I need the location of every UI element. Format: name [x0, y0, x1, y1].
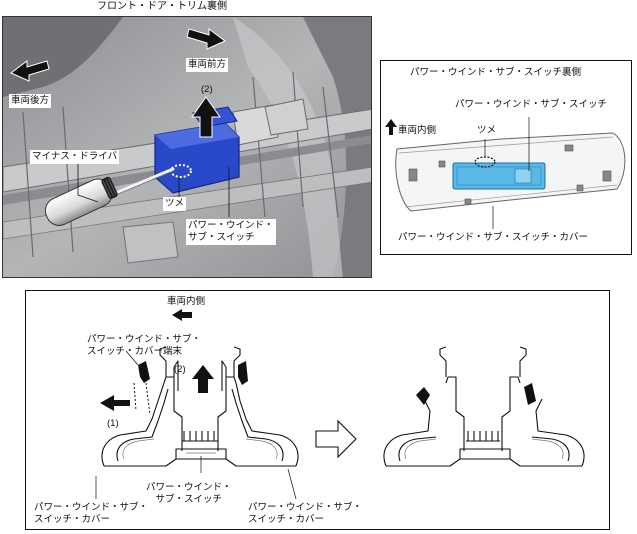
vehicle-rear-label: 車両後方	[9, 94, 52, 108]
cover-right-label: パワー・ウインド・サブ・ スイッチ・カバー	[248, 502, 362, 526]
inset-cover-label: パワー・ウインド・サブ・スイッチ・カバー	[398, 232, 589, 243]
screwdriver-label: マイナス・ドライバ	[30, 150, 120, 164]
inset-claw-label: ツメ	[477, 125, 497, 136]
cover-left-label: パワー・ウインド・サブ・ スイッチ・カバー	[34, 502, 148, 526]
cover-end-line1: パワー・ウインド・サブ・	[87, 334, 202, 345]
cover-end-label: パワー・ウインド・サブ・ スイッチ・カバー端末	[87, 334, 201, 358]
diagram-switch-line1: パワー・ウインド・	[146, 482, 232, 493]
switch-cover-illustration	[385, 117, 626, 229]
cover-right-line1: パワー・ウインド・サブ・	[248, 502, 363, 513]
photo-step-2: (2)	[201, 84, 213, 95]
cover-end-line2: スイッチ・カバー端末	[87, 346, 183, 357]
cover-left-line2: スイッチ・カバー	[34, 514, 111, 525]
inset-switch-label: パワー・ウインド・サブ・スイッチ	[455, 99, 608, 110]
inset-vehicle-inner-label: 車両内側	[398, 125, 437, 136]
photo-switch-line2: サブ・スイッチ	[188, 232, 255, 243]
vehicle-front-label: 車両前方	[186, 58, 229, 72]
photo-title: フロント・ドア・トリム裏側	[97, 1, 227, 12]
cover-left-line1: パワー・ウインド・サブ・	[34, 502, 149, 513]
diagram-switch-label: パワー・ウインド・ サブ・スイッチ	[146, 482, 232, 506]
photo-switch-line1: パワー・ウインド・	[188, 220, 274, 231]
diagram-vehicle-inner-label: 車両内側	[167, 296, 206, 307]
inset-title: パワー・ウインド・サブ・スイッチ裏側	[410, 67, 582, 78]
photo-switch-label: パワー・ウインド・ サブ・スイッチ	[186, 219, 276, 245]
photo-claw-label: ツメ	[163, 197, 187, 211]
switch-back-inset	[380, 60, 632, 255]
cover-right-line2: スイッチ・カバー	[248, 514, 325, 525]
diagram-switch-line2: サブ・スイッチ	[155, 494, 223, 505]
cross-section-diagram	[25, 290, 610, 530]
cross-section-illustration	[95, 309, 585, 500]
diagram-step-1: (1)	[107, 418, 119, 429]
diagram-step-2: (2)	[174, 364, 186, 375]
